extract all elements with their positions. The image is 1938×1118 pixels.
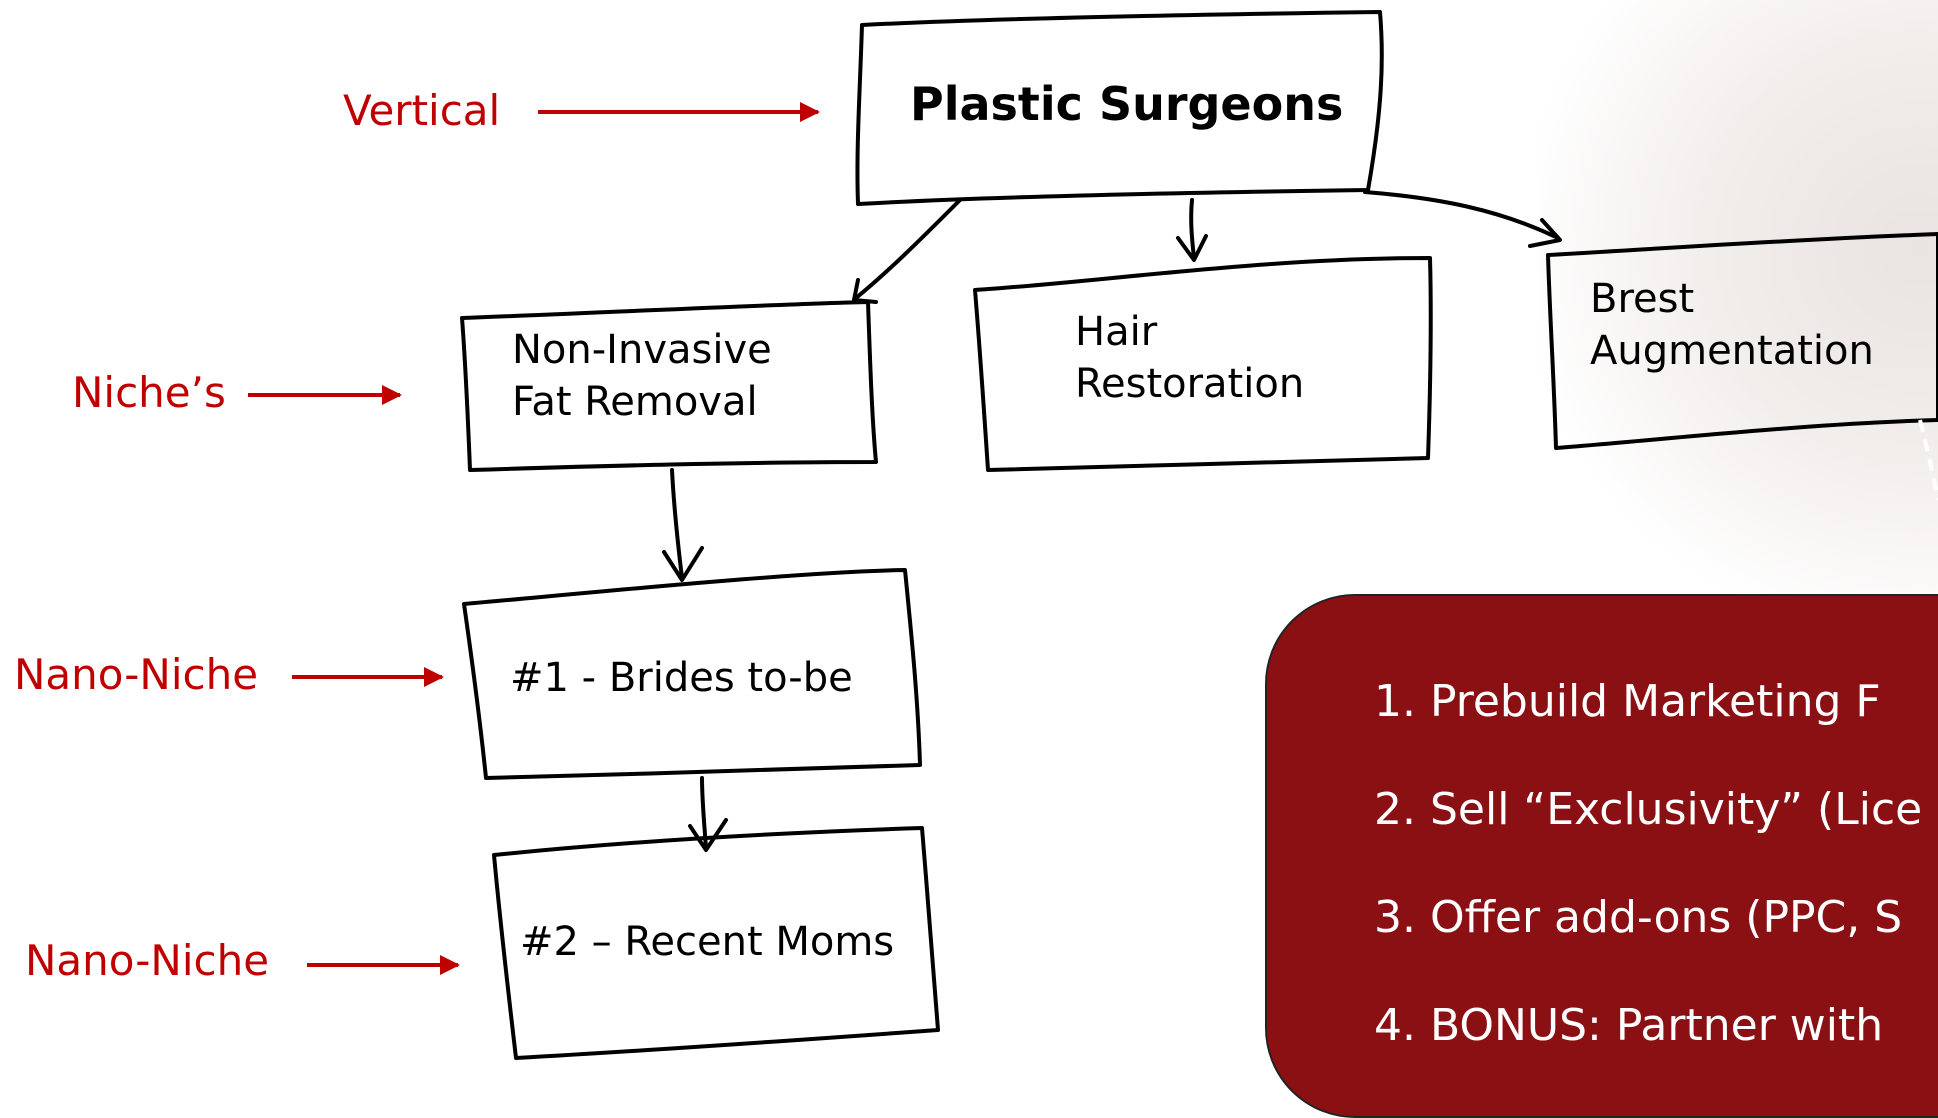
breast-augmentation-box — [1546, 232, 1938, 450]
brides-box — [462, 568, 922, 780]
strategy-item-2: 2. Sell “Exclusivity” (Lice — [1374, 784, 1923, 835]
breast-augmentation-label: Brest Augmentation — [1590, 276, 1874, 374]
strategy-item-4: 4. BONUS: Partner with — [1374, 1000, 1884, 1051]
strategy-item-3: 3. Offer add-ons (PPC, S — [1374, 892, 1903, 943]
plastic-surgeons-box — [855, 10, 1384, 206]
strategy-panel: 1. Prebuild Marketing F 2. Sell “Exclusi… — [1265, 594, 1938, 1118]
strategy-list: 1. Prebuild Marketing F 2. Sell “Exclusi… — [1374, 676, 1922, 1108]
fat-removal-label: Non-Invasive Fat Removal — [512, 327, 772, 425]
connector-to-fat — [854, 198, 962, 300]
vertical-label: Vertical — [343, 86, 501, 135]
face-contour-line — [1918, 419, 1938, 501]
connector-to-breast — [1363, 190, 1560, 240]
fat-removal-box — [460, 300, 878, 472]
moms-label: #2 – Recent Moms — [520, 919, 895, 965]
connector-to-brides — [670, 468, 684, 580]
moms-box — [492, 826, 940, 1060]
connector-to-hair — [1189, 198, 1196, 260]
plastic-surgeons-title: Plastic Surgeons — [910, 77, 1344, 131]
niches-label: Niche’s — [72, 368, 226, 417]
connector-to-moms — [700, 776, 708, 850]
diagram-canvas — [248, 10, 1938, 1060]
nano-niche-label-1: Nano-Niche — [14, 650, 259, 699]
strategy-item-1: 1. Prebuild Marketing F — [1374, 676, 1881, 727]
hair-restoration-label: Hair Restoration — [1075, 309, 1305, 407]
nano-niche-label-2: Nano-Niche — [25, 936, 270, 985]
background-photo-face — [1540, 0, 1938, 620]
brides-label: #1 - Brides to-be — [510, 655, 853, 701]
hair-restoration-box — [973, 256, 1433, 472]
